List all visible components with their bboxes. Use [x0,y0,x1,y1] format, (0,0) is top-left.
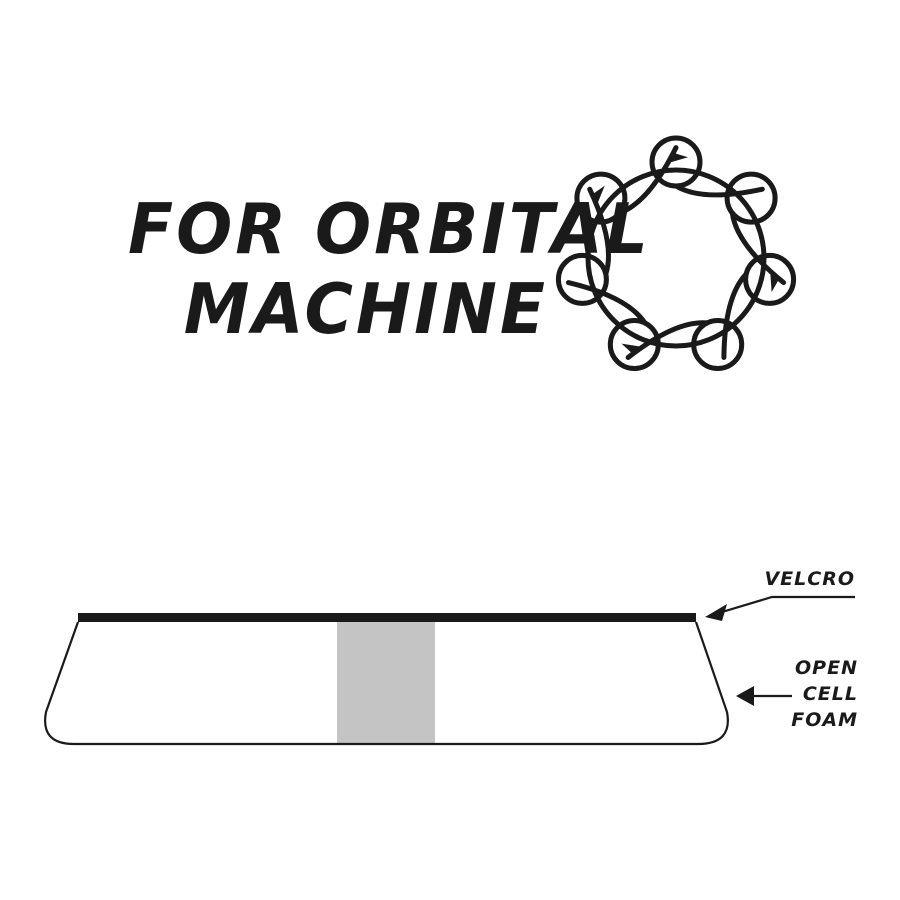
orbit-loop [691,318,745,371]
orbit-swoosh [673,183,765,198]
orbit-swoosh [729,210,787,286]
velcro-label: VELCRO [764,568,855,590]
velcro-layer [78,613,696,622]
orbit-swoosh [587,186,611,277]
open-cell-foam-label: OPEN CELL FOAM [760,655,858,733]
foam-arrow-icon [736,686,792,706]
orbit-swoosh [565,280,648,326]
orbit-loop [555,252,609,306]
orbit-swoosh [721,271,749,360]
foam-label-line-3: FOAM [791,709,858,731]
pad-center-band [337,615,435,745]
orbit-arrowhead [621,343,640,356]
velcro-arrow-icon [705,595,855,621]
orbit-arrowhead [770,274,781,293]
title-line-2: MACHINE [183,268,548,350]
orbit-arrowhead [670,152,688,163]
orbit-loop [574,171,628,225]
orbit-arrowhead [590,185,605,203]
orbit-loop [743,252,797,306]
foam-label-line-2: CELL [802,683,858,705]
orbit-loop [607,318,661,371]
foam-label-line-1: OPEN [795,657,858,679]
foam-body-outline [44,621,729,746]
orbit-loop [724,171,778,225]
orbit-swoosh [625,320,710,360]
orbit-swoosh [617,145,679,216]
